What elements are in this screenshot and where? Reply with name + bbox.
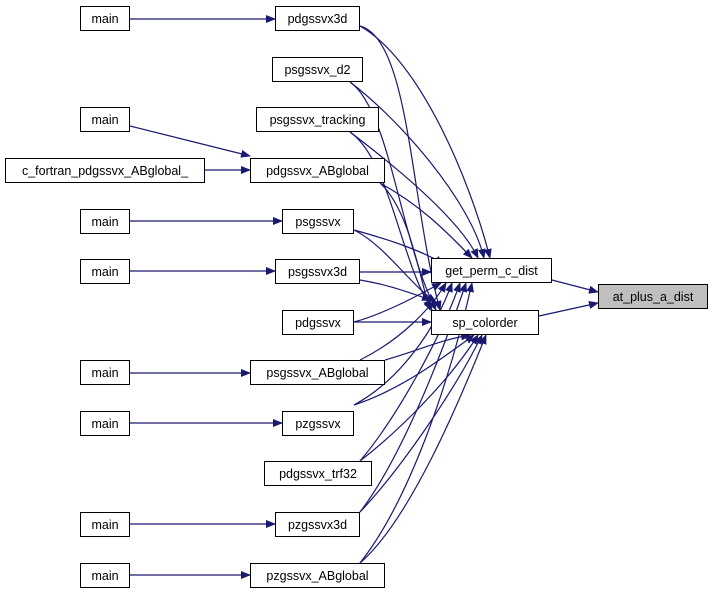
pzgssvx3d-node[interactable]: pzgssvx3d [275,512,360,537]
call-edge [359,279,432,301]
call-edge [349,81,437,311]
c-fortran-pdgssvx-abglobal-node[interactable]: c_fortran_pdgssvx_ABglobal_ [5,158,205,183]
psgssvx-abglobal-node[interactable]: psgssvx_ABglobal [250,360,385,385]
call-edge [359,334,487,564]
psgssvx-node[interactable]: psgssvx [282,209,354,234]
pzgssvx-abglobal-node[interactable]: pzgssvx_ABglobal [250,563,385,588]
get-perm-c-dist-node[interactable]: get_perm_c_dist [431,258,552,283]
call-edge [359,334,479,462]
pdgssvx3d-node[interactable]: pdgssvx3d [275,6,360,31]
call-edge [538,301,599,317]
psgssvx3d-node[interactable]: psgssvx3d [275,259,360,284]
psgssvx-tracking-node[interactable]: psgssvx_tracking [256,107,379,132]
call-edge [384,332,471,361]
call-edge [551,279,599,294]
main-node[interactable]: main [80,6,130,31]
call-edge [359,282,461,462]
call-edge [359,282,447,361]
call-edge [349,81,486,259]
at-plus-a-dist-node: at_plus_a_dist [598,284,708,309]
psgssvx-d2-node[interactable]: psgssvx_d2 [272,57,363,82]
main-node[interactable]: main [80,360,130,385]
call-edge [349,131,479,259]
main-node[interactable]: main [80,411,130,436]
sp-colorder-node[interactable]: sp_colorder [431,310,539,335]
pdgssvx-abglobal-node[interactable]: pdgssvx_ABglobal [250,158,385,183]
call-edge [379,182,473,259]
main-node[interactable]: main [80,209,130,234]
main-node[interactable]: main [80,512,130,537]
call-edge [353,334,475,406]
call-edge [353,229,437,303]
call-edge [359,334,483,513]
pdgssvx-node[interactable]: pdgssvx [282,310,354,335]
pzgssvx-node[interactable]: pzgssvx [282,411,354,436]
call-edge [353,282,442,323]
main-node[interactable]: main [80,259,130,284]
main-node[interactable]: main [80,107,130,132]
call-edge [359,25,492,259]
call-edge [353,282,453,406]
pdgssvx-trf32-node[interactable]: pdgssvx_trf32 [264,461,372,486]
main-node[interactable]: main [80,563,130,588]
call-edge [359,25,442,311]
call-edge [129,125,251,158]
